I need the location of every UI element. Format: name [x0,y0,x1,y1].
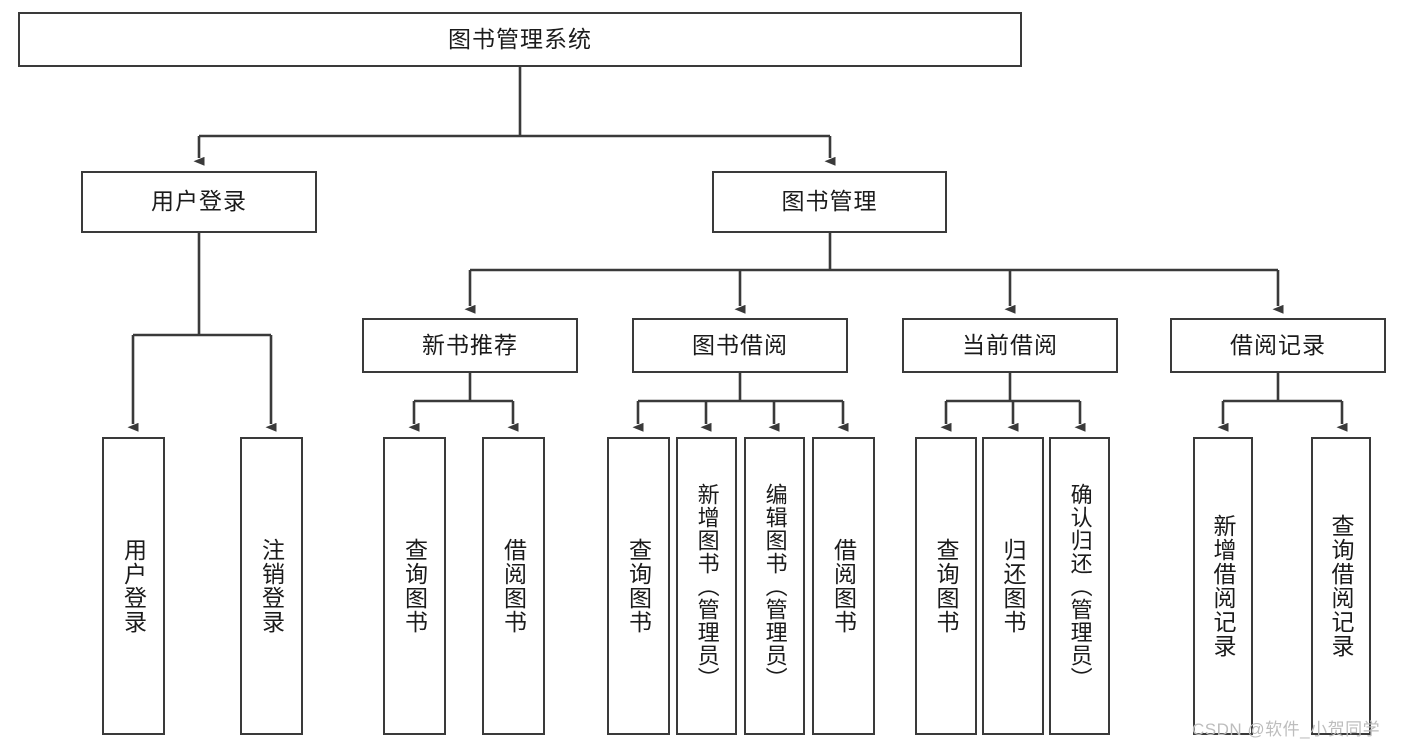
node-book-management[interactable]: 图书管理 [712,171,947,233]
leaf-query-borrow-record[interactable]: 查询借阅记录 [1311,437,1371,735]
leaf-confirm-return-admin[interactable]: 确认归还（管理员） [1049,437,1110,735]
leaf-query-books-current[interactable]: 查询图书 [915,437,977,735]
leaf-edit-book-admin[interactable]: 编辑图书（管理员） [744,437,805,735]
node-label: 图书管理系统 [448,25,592,52]
leaf-borrow-books-recommend[interactable]: 借阅图书 [482,437,545,735]
leaf-user-login[interactable]: 用户登录 [102,437,165,735]
node-label: 查询图书 [625,538,652,634]
node-label: 借阅图书 [500,538,527,634]
leaf-logout[interactable]: 注销登录 [240,437,303,735]
node-label: 新书推荐 [422,331,518,358]
node-label: 图书借阅 [692,331,788,358]
node-label: 确认归还（管理员） [1067,482,1093,690]
node-root-book-management-system[interactable]: 图书管理系统 [18,12,1022,67]
node-label: 查询借阅记录 [1328,514,1355,658]
leaf-return-books[interactable]: 归还图书 [982,437,1044,735]
node-label: 借阅图书 [830,538,857,634]
csdn-watermark: CSDN @软件_小贺同学 [1192,720,1381,739]
node-label: 借阅记录 [1230,331,1326,358]
node-label: 查询图书 [401,538,428,634]
node-label: 归还图书 [1000,538,1027,634]
leaf-query-books-borrow[interactable]: 查询图书 [607,437,670,735]
node-current-borrow[interactable]: 当前借阅 [902,318,1118,373]
node-borrow-record[interactable]: 借阅记录 [1170,318,1386,373]
node-label: 查询图书 [933,538,960,634]
node-label: 当前借阅 [962,331,1058,358]
node-label: 图书管理 [781,188,878,215]
leaf-add-borrow-record[interactable]: 新增借阅记录 [1193,437,1253,735]
leaf-query-books-recommend[interactable]: 查询图书 [383,437,446,735]
node-user-login[interactable]: 用户登录 [81,171,317,233]
leaf-borrow-books[interactable]: 借阅图书 [812,437,875,735]
leaf-add-book-admin[interactable]: 新增图书（管理员） [676,437,737,735]
node-label: 新增借阅记录 [1210,514,1237,658]
node-book-borrow[interactable]: 图书借阅 [632,318,848,373]
node-new-book-recommend[interactable]: 新书推荐 [362,318,578,373]
node-label: 新增图书（管理员） [694,482,720,690]
node-label: 用户登录 [120,538,147,634]
node-label: 用户登录 [151,188,247,215]
node-label: 注销登录 [258,538,285,634]
node-label: 编辑图书（管理员） [762,482,788,690]
